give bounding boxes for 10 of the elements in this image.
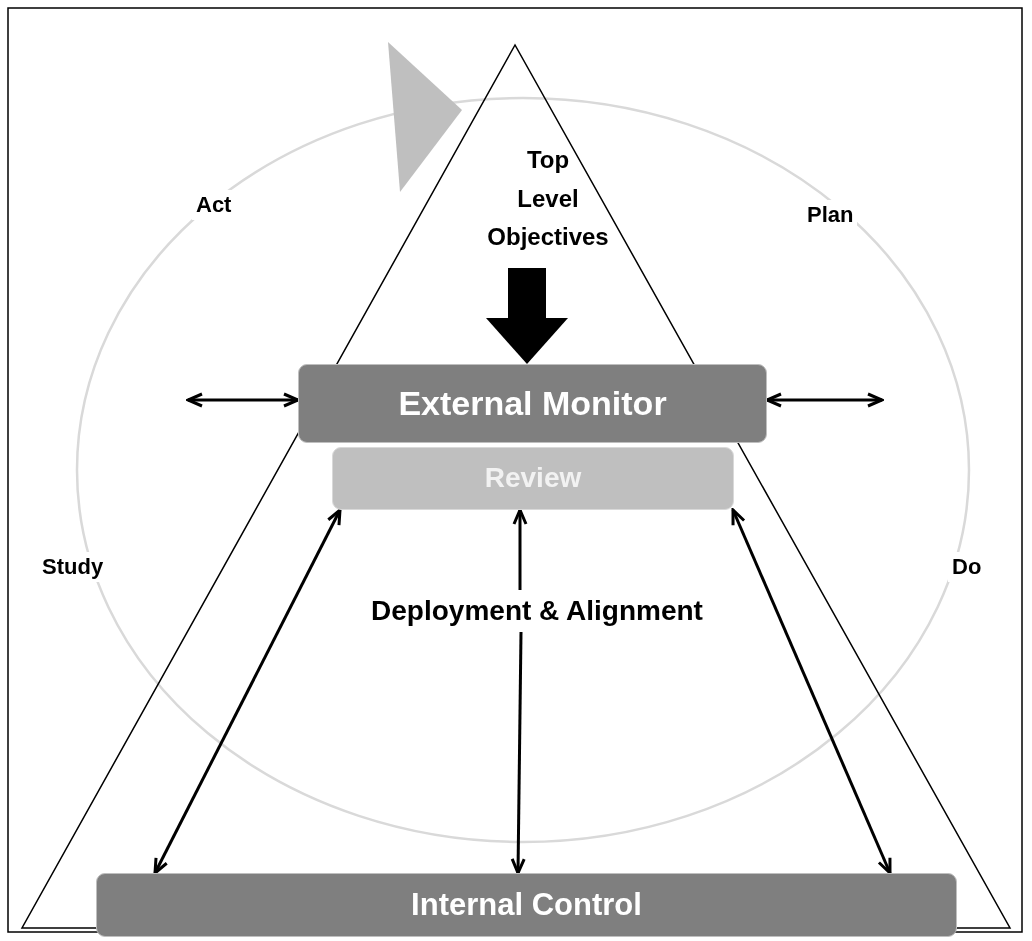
arrow <box>186 392 300 408</box>
arrow <box>765 392 884 408</box>
deployment-label: Deployment & Alignment <box>322 590 752 632</box>
arrow <box>510 631 526 875</box>
arrow <box>512 508 528 590</box>
process-box: External Monitor <box>298 364 767 443</box>
arrow <box>153 508 342 875</box>
objectives-label: Top Level Objectives <box>480 140 616 258</box>
arrow <box>731 508 892 875</box>
process-box: Internal Control <box>96 873 957 937</box>
